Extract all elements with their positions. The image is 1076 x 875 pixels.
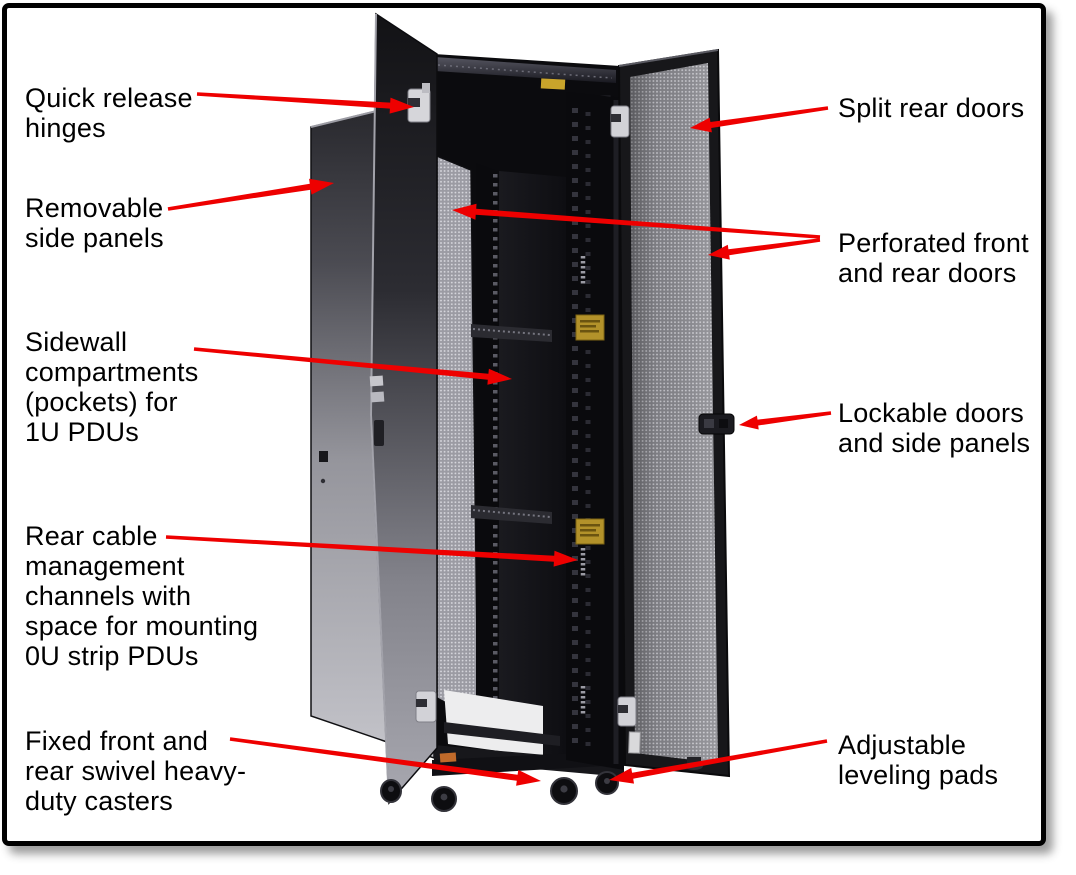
channel-warning-label-lower xyxy=(575,518,605,545)
arrow-casters xyxy=(229,737,542,786)
arrow-leveling-pads xyxy=(609,739,828,784)
label-perforated-doors: Perforated front and rear doors xyxy=(838,228,1029,288)
front-door-open xyxy=(369,12,438,805)
door-hinge-clip-upper xyxy=(369,375,384,387)
label-sidewall-compartments: Sidewall compartments (pockets) for 1U P… xyxy=(25,327,199,447)
sidewall-compartment-panel xyxy=(499,171,566,757)
arrow-sidewall-compartments xyxy=(193,347,513,385)
rear-door-open xyxy=(617,48,735,778)
arrow-lockable-doors xyxy=(739,411,832,430)
inner-perforated-panel xyxy=(436,154,479,722)
hinge-latch-bottom-right xyxy=(617,696,637,727)
door-handle xyxy=(374,420,384,446)
leveling-pad-orange xyxy=(439,752,457,763)
hinge-latch-bottom-left xyxy=(415,690,437,723)
rack-interior xyxy=(432,54,706,777)
top-crossmember xyxy=(435,57,616,83)
door-lock xyxy=(698,413,735,435)
top-warning-label xyxy=(540,78,566,90)
arrow-split-rear-doors xyxy=(690,106,829,133)
arrow-perforated-inner-panel xyxy=(452,203,821,239)
cable-management-channel xyxy=(566,92,624,770)
side-panel-keyhole xyxy=(319,451,328,462)
arrow-removable-side-panels xyxy=(167,178,334,211)
quick-release-latches xyxy=(407,83,637,727)
hinge-latch-top-left xyxy=(407,83,431,123)
hinge-latch-top-right xyxy=(610,105,630,138)
compartment-divider-lower xyxy=(471,505,552,524)
label-lockable-doors: Lockable doors and side panels xyxy=(838,398,1031,458)
label-leveling-pads: Adjustable leveling pads xyxy=(838,730,999,790)
door-bottom-label xyxy=(628,731,641,754)
casters xyxy=(380,757,703,812)
rack-photo xyxy=(310,12,735,812)
label-split-rear-doors: Split rear doors xyxy=(838,93,1025,123)
door-hinge-clip-lower xyxy=(370,391,385,403)
channel-warning-label-upper xyxy=(575,314,605,341)
arrow-perforated-rear-door xyxy=(708,238,821,260)
label-quick-release-hinges: Quick release hinges xyxy=(25,83,193,143)
arrow-quick-release-hinges xyxy=(196,92,414,114)
rack-rail xyxy=(476,163,499,749)
compartment-divider-upper xyxy=(471,324,552,342)
callout-arrows xyxy=(165,92,832,786)
label-removable-side-panels: Removable side panels xyxy=(25,193,164,253)
label-rear-cable-channels: Rear cable management channels with spac… xyxy=(25,521,259,671)
arrow-rear-cable-channels xyxy=(165,535,578,567)
label-casters: Fixed front and rear swivel heavy- duty … xyxy=(25,726,247,816)
